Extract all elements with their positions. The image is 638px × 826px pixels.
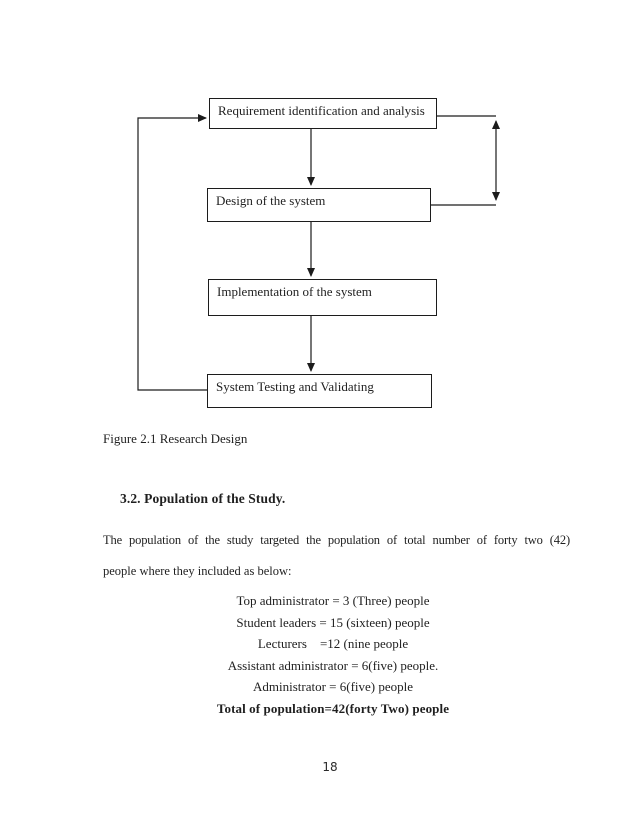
feedback-loop-testing-to-requirement: [137, 114, 207, 391]
flowchart-box-requirement: Requirement identification and analysis: [209, 98, 437, 129]
flowchart-box-implementation: Implementation of the system: [208, 279, 437, 316]
section-heading: 3.2. Population of the Study.: [120, 491, 286, 506]
figure-caption: Figure 2.1 Research Design: [103, 431, 248, 446]
flowchart-box-design-label: Design of the system: [216, 193, 326, 208]
population-list-item: Lecturers =12 (nine people: [257, 636, 409, 651]
population-list-item: Administrator = 6(five) people: [252, 679, 414, 694]
population-total-line: Total of population=42(forty Two) people: [216, 700, 450, 716]
flowchart-box-design: Design of the system: [207, 188, 431, 222]
paragraph-line-1: The population of the study targeted the…: [103, 533, 570, 547]
flowchart-box-requirement-label: Requirement identification and analysis: [218, 103, 425, 118]
paragraph-line-2: people where they included as below:: [103, 564, 292, 578]
population-list-item: Top administrator = 3 (Three) people: [236, 593, 430, 608]
flowchart-box-testing: System Testing and Validating: [207, 374, 432, 408]
population-list: Top administrator = 3 (Three) people Stu…: [99, 590, 567, 719]
flowchart-box-implementation-label: Implementation of the system: [217, 284, 372, 299]
flowchart-box-testing-label: System Testing and Validating: [216, 379, 374, 394]
population-list-item: Assistant administrator = 6(five) people…: [227, 657, 439, 673]
page-number: 18: [322, 760, 338, 774]
population-list-item: Student leaders = 15 (sixteen) people: [236, 614, 430, 630]
